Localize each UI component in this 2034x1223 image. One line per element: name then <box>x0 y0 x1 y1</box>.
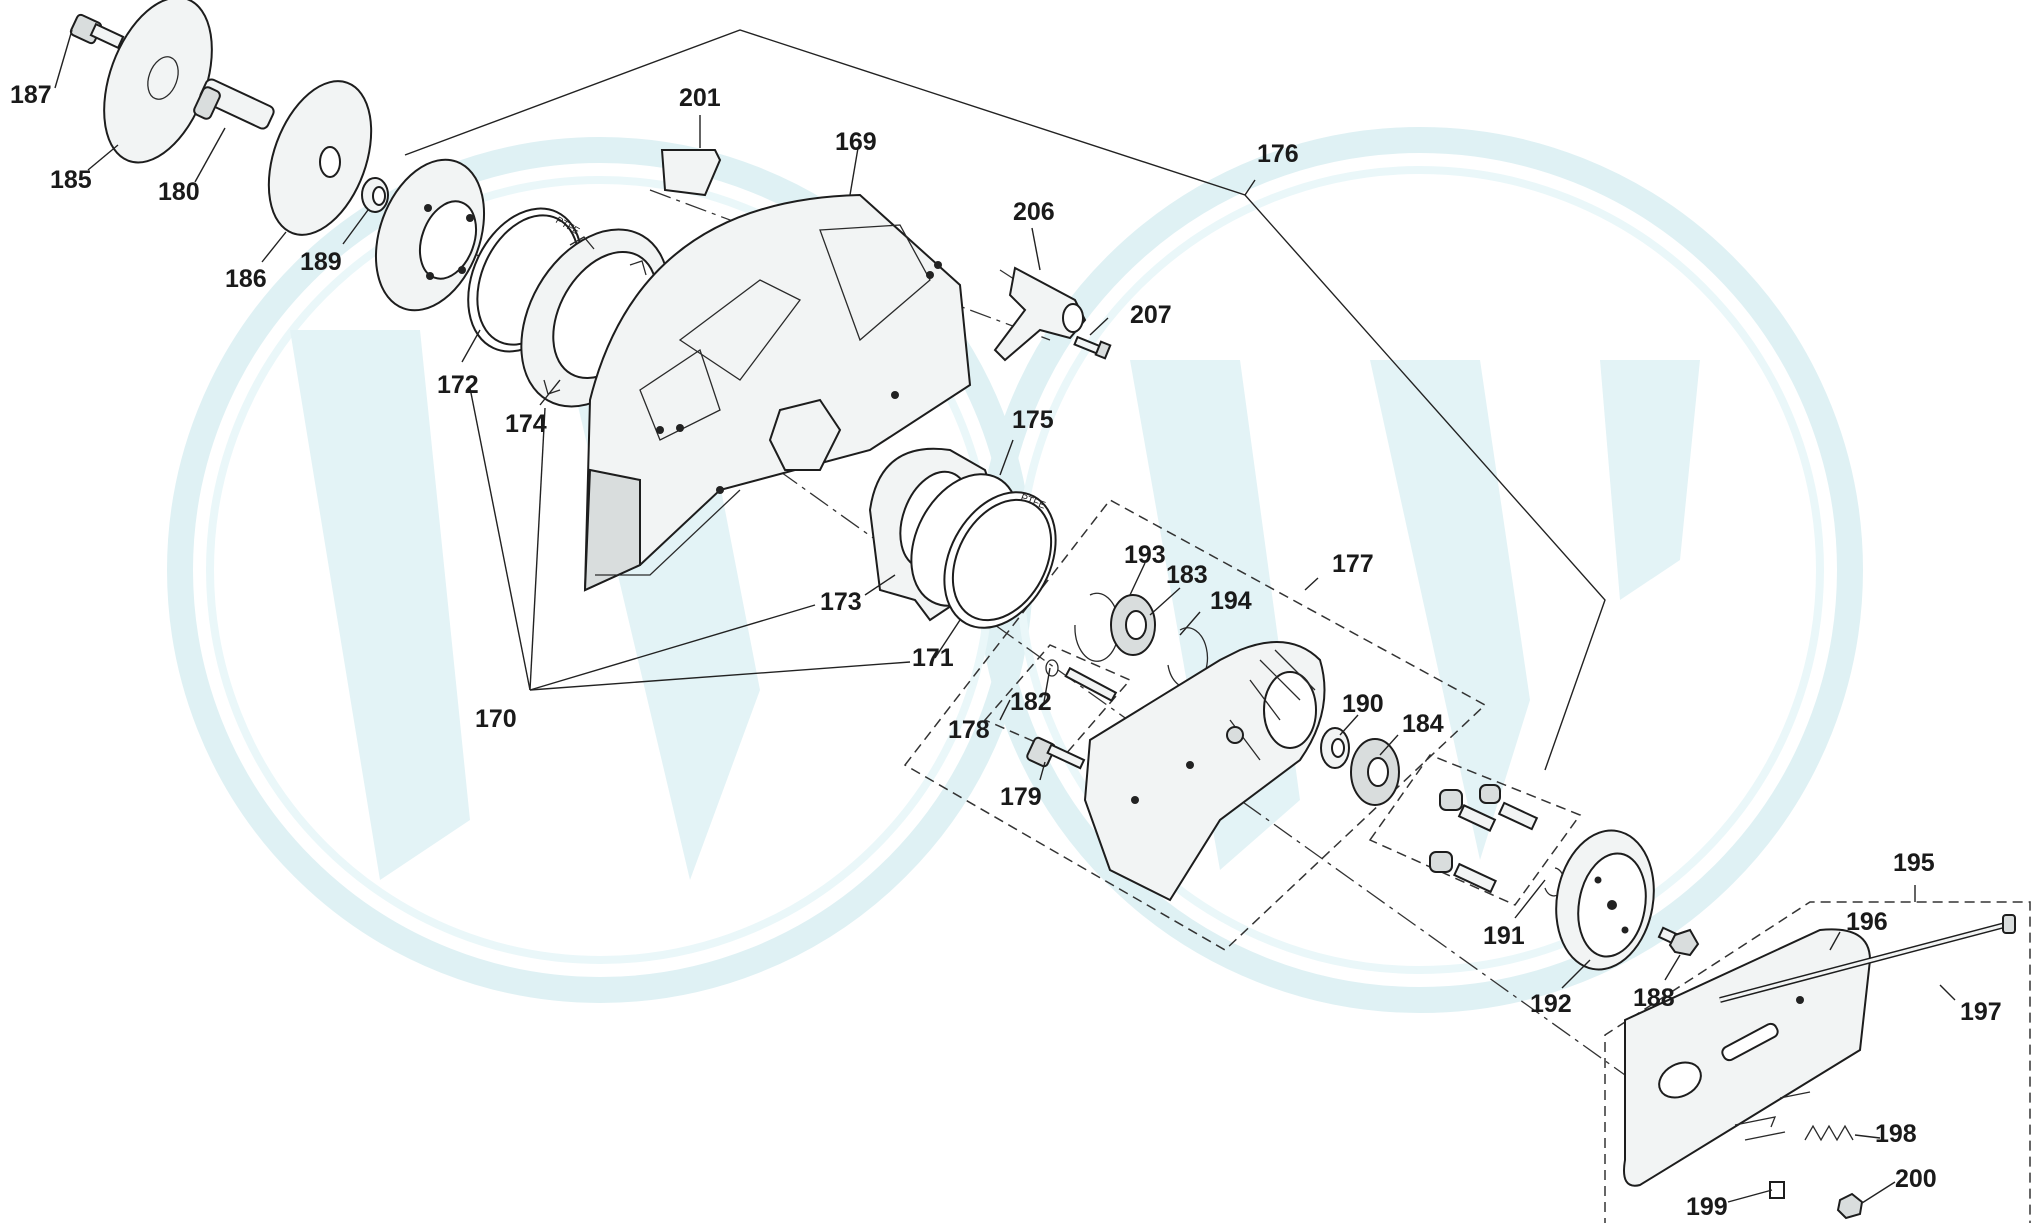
callout-171: 171 <box>912 644 954 672</box>
callout-178: 178 <box>948 716 990 744</box>
axis-line-top <box>649 189 1051 341</box>
part-185-flange-disc <box>103 0 213 164</box>
callout-182: 182 <box>1010 688 1052 716</box>
callout-201: 201 <box>679 84 721 112</box>
callout-170: 170 <box>475 705 517 733</box>
part-179-bolt <box>1026 736 1086 770</box>
callout-199: 199 <box>1686 1193 1728 1221</box>
part-182-pin <box>1045 659 1118 702</box>
callout-187: 187 <box>10 81 52 109</box>
callout-177: 177 <box>1332 550 1374 578</box>
part-198-spring <box>1804 1124 1854 1142</box>
callout-176: 176 <box>1257 140 1299 168</box>
callout-200: 200 <box>1895 1165 1937 1193</box>
callout-192: 192 <box>1530 990 1572 1018</box>
part-189-washer <box>361 177 389 213</box>
callout-195: 195 <box>1893 849 1935 877</box>
part-192-pulley <box>1555 829 1655 971</box>
assembly-195-box <box>1604 901 2031 1223</box>
spring-kit-box <box>1368 754 1582 906</box>
callout-179: 179 <box>1000 783 1042 811</box>
callout-175: 175 <box>1012 406 1054 434</box>
part-186-flange-disc <box>267 80 373 236</box>
callout-185: 185 <box>50 166 92 194</box>
part-187-bolt <box>69 13 125 50</box>
callout-206: 206 <box>1013 198 1055 226</box>
callout-193: 193 <box>1124 541 1166 569</box>
part-169-blade-guard <box>583 193 972 592</box>
part-183-bearing <box>1110 594 1156 656</box>
callout-180: 180 <box>158 178 200 206</box>
part-196-belt-cover <box>1623 928 1872 1187</box>
callout-194: 194 <box>1210 587 1252 615</box>
part-206-knob <box>993 266 1087 362</box>
part-207-screw <box>1073 335 1112 360</box>
part-184-bearing <box>1350 738 1400 806</box>
callout-183: 183 <box>1166 561 1208 589</box>
part-193-circlip <box>1074 592 1120 662</box>
leader-lines <box>54 29 1956 1204</box>
main-arm-casting <box>1083 641 1326 902</box>
part-188-nut <box>1657 926 1700 957</box>
callout-188: 188 <box>1633 984 1675 1012</box>
assembly-178-box <box>983 644 1132 756</box>
part-190-washer <box>1320 727 1350 769</box>
spring-kit <box>1429 784 1539 894</box>
callout-173: 173 <box>820 588 862 616</box>
bearing-housing-plate <box>374 158 486 312</box>
watermark <box>167 127 1863 1013</box>
part-199-clip <box>1734 1091 1811 1199</box>
callout-190: 190 <box>1342 690 1384 718</box>
callout-189: 189 <box>300 248 342 276</box>
callout-198: 198 <box>1875 1120 1917 1148</box>
part-200-nut <box>1836 1192 1864 1220</box>
callout-196: 196 <box>1846 908 1888 936</box>
callout-172: 172 <box>437 371 479 399</box>
callout-174: 174 <box>505 410 547 438</box>
part-201-pad <box>660 149 722 197</box>
callout-191: 191 <box>1483 922 1525 950</box>
callout-186: 186 <box>225 265 267 293</box>
callout-labels: 187 185 180 186 189 172 174 170 201 169 … <box>10 81 2002 1221</box>
part-180-shaft <box>193 78 275 130</box>
part-197-rod <box>1719 914 2016 1003</box>
callout-197: 197 <box>1960 998 2002 1026</box>
callout-207: 207 <box>1130 301 1172 329</box>
callout-184: 184 <box>1402 710 1444 738</box>
part-171-ring: PTFE <box>943 491 1057 629</box>
callout-169: 169 <box>835 128 877 156</box>
